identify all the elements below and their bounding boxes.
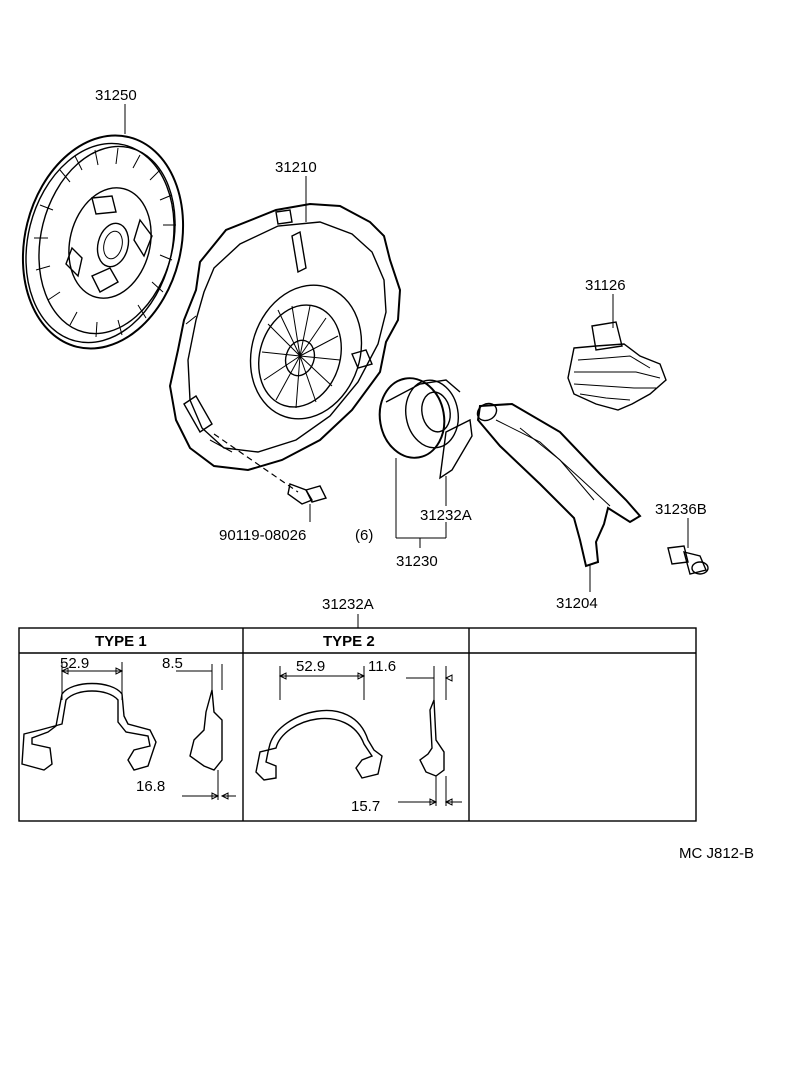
label-31236b: 31236B (655, 501, 707, 518)
label-31250: 31250 (95, 87, 137, 104)
label-31204: 31204 (556, 595, 598, 612)
boot (567, 294, 667, 411)
type1-thickness: 8.5 (162, 655, 183, 672)
type2-width: 52.9 (296, 658, 325, 675)
clutch-disc (21, 104, 185, 350)
detail-title: 31232A (322, 596, 374, 613)
diagram-code: MC J812-B (679, 845, 754, 862)
col-type-2: TYPE 2 (323, 633, 375, 650)
label-bolt-qty: (6) (355, 527, 373, 544)
ball-stud (667, 518, 709, 575)
clutch-cover (168, 176, 402, 472)
release-bearing (378, 377, 473, 548)
col-type-1: TYPE 1 (95, 633, 147, 650)
label-31230: 31230 (396, 553, 438, 570)
clip-type2-drawing: 52.9 11.6 15.7 (255, 658, 462, 815)
type2-thickness: 11.6 (368, 658, 396, 675)
label-31210: 31210 (275, 159, 317, 176)
release-fork (476, 402, 642, 592)
type1-depth: 16.8 (136, 778, 165, 795)
label-90119-08026: 90119-08026 (219, 527, 306, 544)
label-31232a: 31232A (420, 507, 472, 524)
type2-depth: 15.7 (351, 798, 380, 815)
type1-width: 52.9 (60, 655, 89, 672)
cover-bolt (213, 433, 328, 522)
clip-detail-table: 31232A TYPE 1 TYPE 2 (18, 596, 697, 822)
clip-type1-drawing: 52.9 8.5 16.8 (21, 655, 236, 800)
label-31126: 31126 (585, 277, 626, 294)
